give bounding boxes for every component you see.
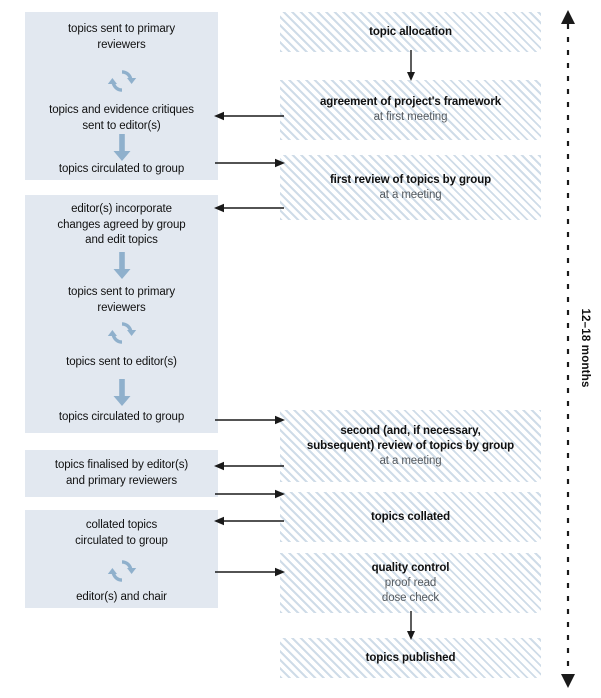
step-topics-sent-primary-reviewers-1: topics sent to primary reviewers	[25, 22, 218, 53]
box-subtitle: at a meeting	[379, 454, 442, 467]
cycle-icon	[25, 555, 218, 587]
conn-circulated2-to-secondreview	[215, 415, 285, 425]
step-line: reviewers	[97, 38, 146, 51]
box-subtitle: proof read	[384, 576, 437, 589]
step-line: topics finalised by editor(s)	[54, 459, 189, 471]
box-title: first review of topics by group	[329, 173, 492, 186]
box-title: topics collated	[370, 510, 451, 523]
right-box-agreement-framework: agreement of project's framework at firs…	[280, 80, 541, 140]
step-line: sent to editor(s)	[82, 119, 161, 132]
step-line: topics sent to editor(s)	[66, 356, 177, 368]
step-collated-topics-circulated: collated topics circulated to group	[25, 518, 218, 549]
down-arrow-icon	[25, 379, 218, 407]
box-title: topics published	[365, 651, 456, 664]
left-block-2: editor(s) incorporate changes agreed by …	[25, 195, 218, 433]
right-box-topic-allocation: topic allocation	[280, 12, 541, 52]
right-box-second-review: second (and, if necessary, subsequent) r…	[280, 410, 541, 482]
conn-chair-to-quality	[215, 567, 285, 577]
step-line: topics sent to primary	[67, 23, 176, 35]
step-line: circulated to group	[75, 534, 168, 547]
right-box-topics-collated: topics collated	[280, 492, 541, 542]
conn-circulated-to-firstreview	[215, 158, 285, 168]
down-arrow-icon	[25, 134, 218, 162]
down-arrow-icon	[25, 252, 218, 280]
right-box-topics-published: topics published	[280, 638, 541, 678]
left-block-4: collated topics circulated to group edit…	[25, 510, 218, 608]
box-title: topic allocation	[369, 25, 452, 38]
cycle-icon	[25, 65, 218, 97]
step-topics-circulated-to-group-2: topics circulated to group	[25, 410, 218, 426]
left-block-3: topics finalised by editor(s) and primar…	[25, 450, 218, 497]
step-topics-evidence-critiques: topics and evidence critiques sent to ed…	[25, 103, 218, 134]
conn-collated-to-collatedtopics	[214, 516, 284, 526]
step-topics-circulated-to-group-1: topics circulated to group	[25, 162, 218, 178]
step-line: and primary reviewers	[65, 474, 178, 487]
step-line: and edit topics	[85, 234, 158, 246]
step-topics-sent-to-editors: topics sent to editor(s)	[25, 355, 218, 371]
conn-finalised-to-collated	[215, 489, 285, 499]
box-title: second (and, if necessary,	[340, 424, 481, 437]
step-line: topics sent to primary	[67, 286, 176, 298]
box-subtitle: at first meeting	[373, 111, 448, 123]
timeline-label: 12–18 months	[579, 308, 591, 388]
top-edge-divider	[0, 0, 601, 1]
box-subtitle: at a meeting	[379, 188, 442, 201]
step-topics-sent-primary-reviewers-2: topics sent to primary reviewers	[25, 285, 218, 316]
box-title: agreement of project's framework	[319, 96, 502, 108]
box-subtitle: dose check	[381, 591, 440, 604]
step-editors-and-chair: editor(s) and chair	[25, 590, 218, 606]
step-line: changes agreed by group	[57, 218, 186, 231]
timeline-arrow	[561, 10, 575, 688]
step-line: editor(s) incorporate	[71, 203, 172, 215]
right-box-quality-control: quality control proof read dose check	[280, 553, 541, 613]
conn-alloc-to-agreement	[407, 50, 415, 81]
conn-secondreview-to-finalised	[214, 461, 284, 471]
step-editors-incorporate-changes: editor(s) incorporate changes agreed by …	[25, 202, 218, 249]
step-line: topics circulated to group	[58, 163, 185, 175]
cycle-icon	[25, 317, 218, 349]
box-title: subsequent) review of topics by group	[306, 439, 515, 452]
conn-agreement-to-critiques	[214, 111, 284, 121]
conn-firstreview-to-incorporate	[214, 203, 284, 213]
step-line: reviewers	[97, 301, 146, 314]
right-box-first-review: first review of topics by group at a mee…	[280, 155, 541, 220]
step-line: editor(s) and chair	[76, 591, 167, 603]
left-block-1: topics sent to primary reviewers topics …	[25, 12, 218, 180]
step-line: topics and evidence critiques	[49, 104, 194, 116]
step-line: collated topics	[85, 519, 158, 531]
conn-quality-to-published	[407, 611, 415, 640]
step-topics-finalised: topics finalised by editor(s) and primar…	[55, 458, 188, 489]
step-line: topics circulated to group	[58, 411, 185, 423]
box-title: quality control	[371, 561, 450, 574]
